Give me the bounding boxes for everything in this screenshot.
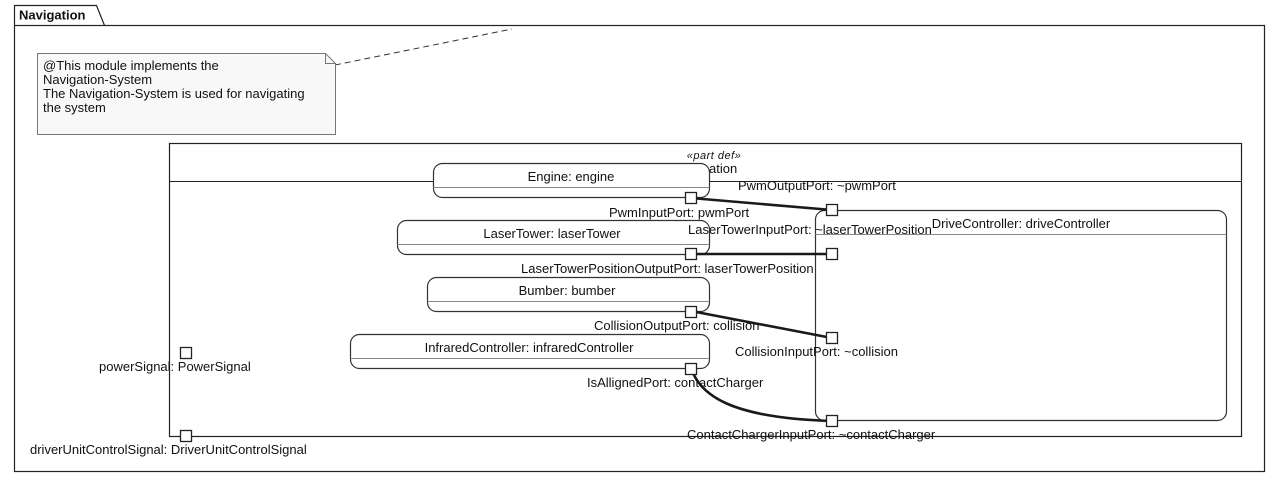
- part-bumber[interactable]: Bumber: bumber: [426, 276, 711, 313]
- driver-unit-control-signal-port[interactable]: [179, 429, 193, 443]
- engine-label: Engine: engine: [528, 169, 615, 184]
- collision-output-port-label: CollisionOutputPort: collision: [594, 318, 759, 333]
- infrared-controller-label: InfraredController: infraredController: [425, 340, 634, 355]
- connector-collision: [690, 309, 833, 340]
- part-laser-tower[interactable]: LaserTower: laserTower: [396, 219, 711, 256]
- pwm-output-port[interactable]: [825, 203, 839, 217]
- navigation-frame: Navigation: [13, 4, 1266, 473]
- engine-box[interactable]: [432, 162, 711, 199]
- laser-tower-input-port-label: LaserTowerInputPort: ~laserTowerPosition: [688, 222, 932, 237]
- collision-input-port[interactable]: [825, 331, 839, 345]
- note-line-2: Navigation-System: [43, 72, 152, 87]
- part-engine[interactable]: Engine: engine: [432, 162, 711, 199]
- connector-pwm: [690, 196, 833, 212]
- note-anchor-line: [334, 28, 513, 66]
- pwm-output-port-label: PwmOutputPort: ~pwmPort: [738, 178, 896, 193]
- collision-input-port-label: CollisionInputPort: ~collision: [735, 344, 898, 359]
- is-alligned-port-label: IsAllignedPort: contactCharger: [587, 375, 764, 390]
- note-line-3: The Navigation-System is used for naviga…: [43, 86, 305, 101]
- note-body: [37, 53, 336, 135]
- note-line-1: @This module implements the: [43, 58, 219, 73]
- note-line-4: the system: [43, 100, 106, 115]
- pwm-input-port[interactable]: [684, 191, 698, 205]
- connectors: [689, 196, 833, 423]
- drive-controller-label: DriveController: driveController: [932, 216, 1111, 231]
- contact-charger-input-port-label: ContactChargerInputPort: ~contactCharger: [687, 427, 936, 442]
- frame-title: Navigation: [19, 8, 86, 23]
- bumber-box[interactable]: [426, 276, 711, 313]
- laser-tower-position-output-port[interactable]: [684, 247, 698, 261]
- connector-contact-charger: [689, 367, 833, 423]
- frame-tab: [13, 4, 106, 26]
- power-signal-port[interactable]: [179, 346, 193, 360]
- bumber-label: Bumber: bumber: [519, 283, 616, 298]
- port-labels: PwmOutputPort: ~pwmPort PwmInputPort: pw…: [30, 178, 936, 457]
- collision-output-port[interactable]: [684, 305, 698, 319]
- is-alligned-port[interactable]: [684, 362, 698, 376]
- power-signal-port-label: powerSignal: PowerSignal: [99, 359, 251, 374]
- part-def-name-fragment: ation: [709, 161, 737, 176]
- drive-controller-box[interactable]: [814, 209, 1228, 422]
- contact-charger-input-port[interactable]: [825, 414, 839, 428]
- part-drive-controller[interactable]: DriveController: driveController: [814, 209, 1228, 422]
- note-fold: [325, 53, 336, 64]
- part-infrared-controller[interactable]: InfraredController: infraredController: [349, 333, 711, 370]
- pwm-input-port-label: PwmInputPort: pwmPort: [609, 205, 750, 220]
- comment-note: @This module implements the Navigation-S…: [37, 28, 513, 135]
- ports: [179, 191, 839, 443]
- laser-tower-label: LaserTower: laserTower: [483, 226, 621, 241]
- laser-tower-position-output-port-label: LaserTowerPositionOutputPort: laserTower…: [521, 261, 814, 276]
- infrared-controller-box[interactable]: [349, 333, 711, 370]
- laser-tower-input-port[interactable]: [825, 247, 839, 261]
- laser-tower-box[interactable]: [396, 219, 711, 256]
- part-def-stereotype: «part def»: [687, 150, 742, 162]
- frame-border: [13, 24, 1266, 473]
- driver-unit-control-signal-port-label: driverUnitControlSignal: DriverUnitContr…: [30, 442, 307, 457]
